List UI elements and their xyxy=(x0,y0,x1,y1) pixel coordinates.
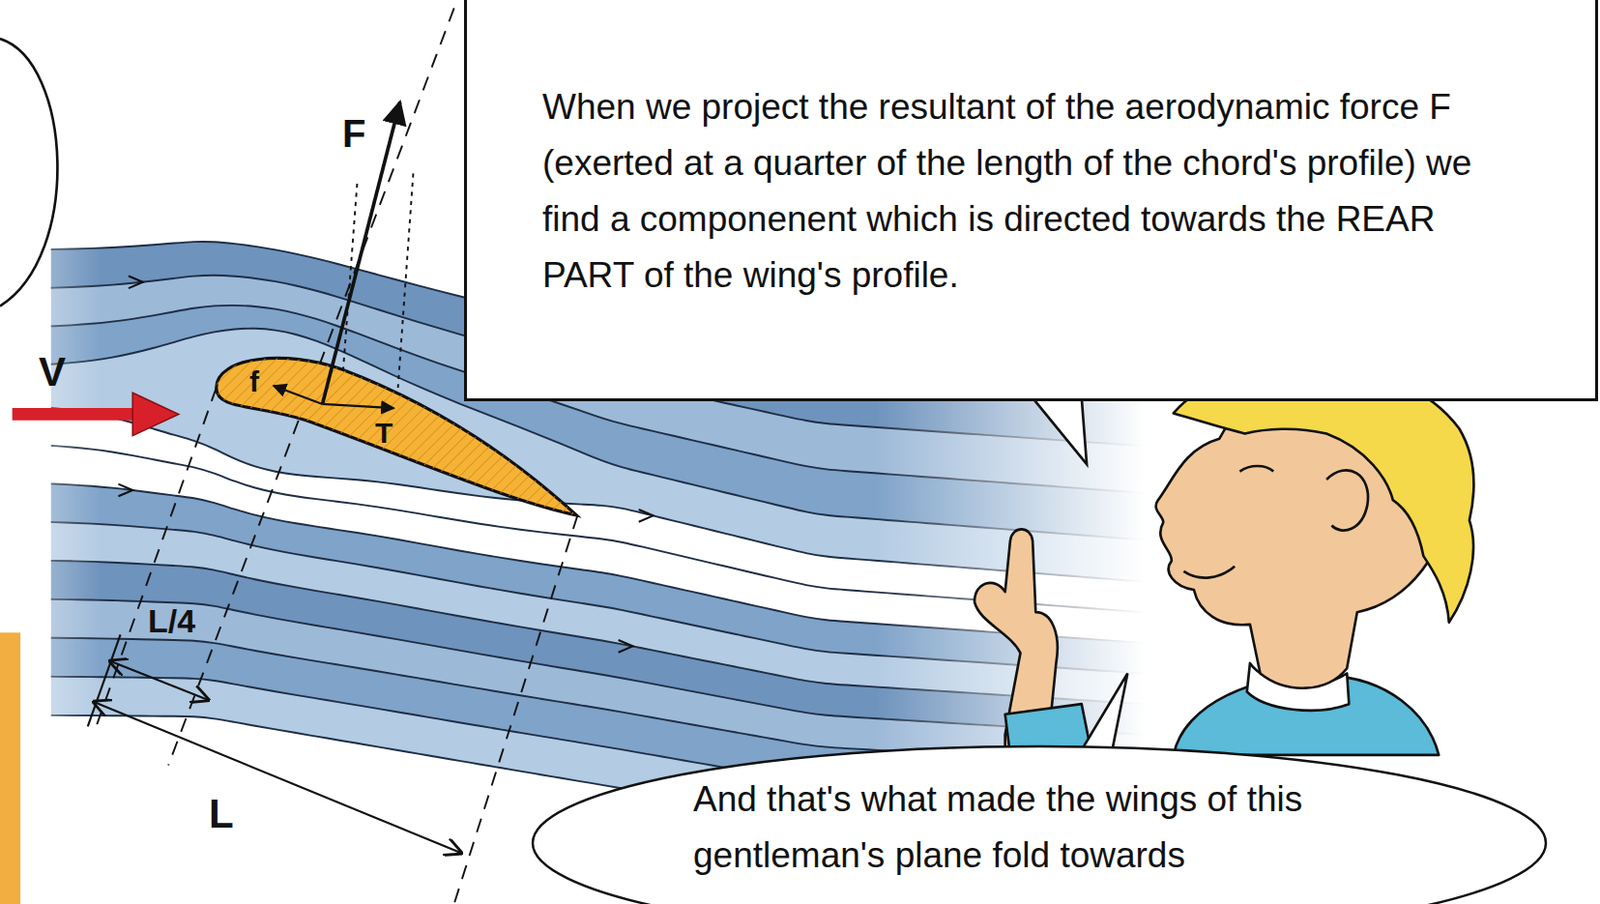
caption-box: When we project the resultant of the aer… xyxy=(464,0,1599,402)
speech-tail xyxy=(1032,398,1087,466)
component-label: f xyxy=(249,367,260,397)
flow-arrow xyxy=(128,275,144,289)
velocity-label: V xyxy=(38,351,66,393)
edge-strip xyxy=(0,632,21,904)
flow-arrow xyxy=(639,509,654,523)
speech-bubble xyxy=(0,38,58,306)
dimension-label: L xyxy=(208,793,234,835)
component-label: T xyxy=(375,418,393,448)
speech-text: And that's what made the wings of this g… xyxy=(693,771,1351,884)
extension-line xyxy=(87,634,121,727)
speech-bubble: And that's what made the wings of this g… xyxy=(530,744,1548,904)
force-arrow xyxy=(322,102,401,405)
bubble-outline xyxy=(530,744,1548,904)
dimension-line xyxy=(110,661,208,700)
flow-arrow xyxy=(618,640,634,653)
component-arrow xyxy=(322,404,395,408)
force-label: F xyxy=(342,114,366,153)
velocity-arrow xyxy=(12,407,144,421)
character xyxy=(974,364,1474,756)
component-arrow xyxy=(273,385,323,405)
velocity-arrowhead xyxy=(132,392,178,436)
speech-tail xyxy=(1081,673,1128,751)
dimension-label: L/4 xyxy=(147,604,196,638)
flow-arrow xyxy=(117,484,133,497)
dimension-line xyxy=(93,701,462,853)
caption-text: When we project the resultant of the aer… xyxy=(542,79,1500,304)
bubble-outline xyxy=(532,746,1546,904)
